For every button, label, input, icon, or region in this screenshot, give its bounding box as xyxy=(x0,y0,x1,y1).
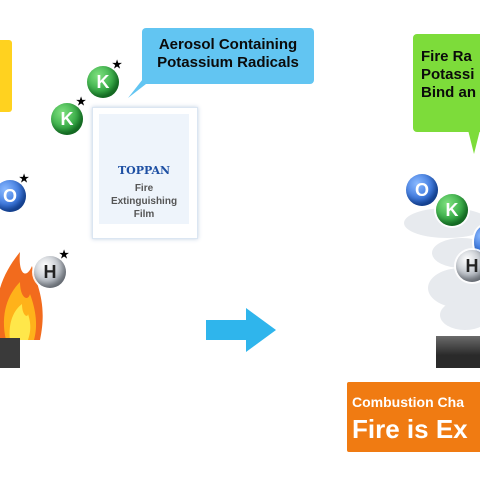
radical-star-icon: ★ xyxy=(59,249,69,261)
burner-right xyxy=(436,336,480,368)
potassium-atom-lower: K ★ xyxy=(51,97,86,135)
banner-line-1: Combustion Cha xyxy=(352,394,464,410)
hydrogen-atom-right: H xyxy=(456,250,480,282)
oxygen-atom-left: O ★ xyxy=(0,174,29,212)
aerosol-callout-line-1: Aerosol Containing xyxy=(158,36,298,53)
potassium-symbol: K xyxy=(445,200,459,220)
radicals-callout-line-2: Potassi xyxy=(421,66,475,83)
smoke-cloud xyxy=(440,300,480,330)
oxygen-symbol: O xyxy=(414,180,429,200)
film-label-line-3: Film xyxy=(133,209,155,220)
radicals-callout-line-1: Fire Ra xyxy=(421,48,472,65)
radical-star-icon: ★ xyxy=(112,59,122,71)
film-label: Fire Extinguishing Film xyxy=(101,182,187,221)
radicals-callout: Fire Ra Potassi Bind an xyxy=(413,34,480,132)
partial-yellow-callout xyxy=(0,40,12,112)
aerosol-callout: Aerosol Containing Potassium Radicals xyxy=(142,28,314,84)
hydrogen-symbol: H xyxy=(43,262,57,282)
combustion-result-banner: Combustion Cha Fire is Ex xyxy=(347,382,480,452)
oxygen-symbol: O xyxy=(2,186,17,206)
radicals-callout-tail xyxy=(468,130,480,154)
aerosol-callout-tail xyxy=(128,70,164,98)
radical-star-icon: ★ xyxy=(19,173,29,185)
potassium-atom-upper: K ★ xyxy=(87,60,122,98)
hydrogen-symbol: H xyxy=(465,256,479,276)
aerosol-callout-line-2: Potassium Radicals xyxy=(157,54,299,71)
film-label-line-2: Extinguishing xyxy=(110,196,178,207)
right-arrow-icon xyxy=(206,308,276,352)
potassium-symbol: K xyxy=(96,72,110,92)
potassium-symbol: K xyxy=(60,109,74,129)
film-card-inner: TOPPAN Fire Extinguishing Film xyxy=(99,114,189,224)
oxygen-atom-right: O xyxy=(406,174,438,206)
radical-star-icon: ★ xyxy=(76,96,86,108)
potassium-atom-right: K xyxy=(436,194,468,226)
radicals-callout-line-3: Bind an xyxy=(421,84,476,101)
banner-line-2: Fire is Ex xyxy=(352,414,468,444)
oxygen-atom-right-partial xyxy=(474,226,480,258)
burner-left xyxy=(0,338,20,368)
film-label-line-1: Fire xyxy=(134,183,154,194)
flame-icon xyxy=(0,252,43,340)
hydrogen-atom-left: H ★ xyxy=(34,250,69,288)
fire-extinguishing-film-card: TOPPAN Fire Extinguishing Film xyxy=(92,107,198,239)
film-brand-logo: TOPPAN xyxy=(117,164,171,177)
